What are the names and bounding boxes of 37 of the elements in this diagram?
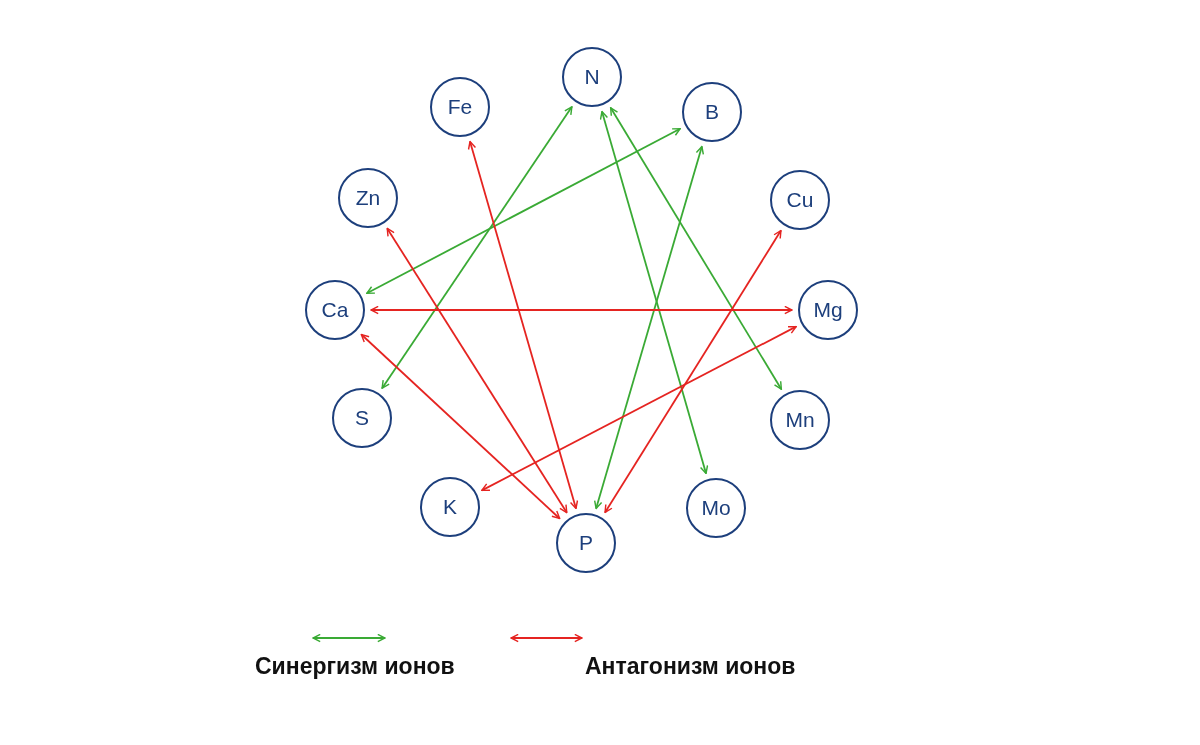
double-arrow — [467, 140, 579, 510]
element-symbol: N — [584, 65, 600, 89]
element-symbol: S — [355, 406, 369, 430]
element-circle — [770, 390, 830, 450]
double-arrow — [386, 227, 568, 514]
element-circle — [338, 168, 398, 228]
element-circle — [332, 388, 392, 448]
element-circle — [686, 478, 746, 538]
legend-label: Синергизм ионов — [255, 653, 455, 680]
element-symbol: P — [579, 531, 593, 555]
element-circle — [420, 477, 480, 537]
element-symbol: Mn — [785, 408, 815, 432]
element-circle — [682, 82, 742, 142]
element-symbol: Mg — [813, 298, 843, 322]
double-arrow — [360, 333, 561, 520]
double-arrow — [365, 127, 682, 295]
element-circle — [798, 280, 858, 340]
element-circle — [556, 513, 616, 573]
element-symbol: B — [705, 100, 719, 124]
element-symbol: Cu — [786, 188, 814, 212]
element-symbol: Ca — [321, 298, 349, 322]
double-arrow — [609, 106, 783, 391]
double-arrow — [599, 110, 709, 475]
element-symbol: Zn — [355, 186, 381, 210]
double-arrow — [381, 105, 573, 390]
legend-label: Антагонизм ионов — [585, 653, 796, 680]
element-circle — [305, 280, 365, 340]
element-circle — [430, 77, 490, 137]
element-symbol: K — [443, 495, 457, 519]
double-arrow — [604, 229, 782, 514]
element-symbol: Fe — [447, 95, 473, 119]
double-arrow — [370, 305, 793, 315]
element-symbol: Mo — [701, 496, 731, 520]
element-circle — [562, 47, 622, 107]
double-arrow — [481, 325, 797, 492]
element-circle — [770, 170, 830, 230]
double-arrow — [593, 145, 705, 510]
